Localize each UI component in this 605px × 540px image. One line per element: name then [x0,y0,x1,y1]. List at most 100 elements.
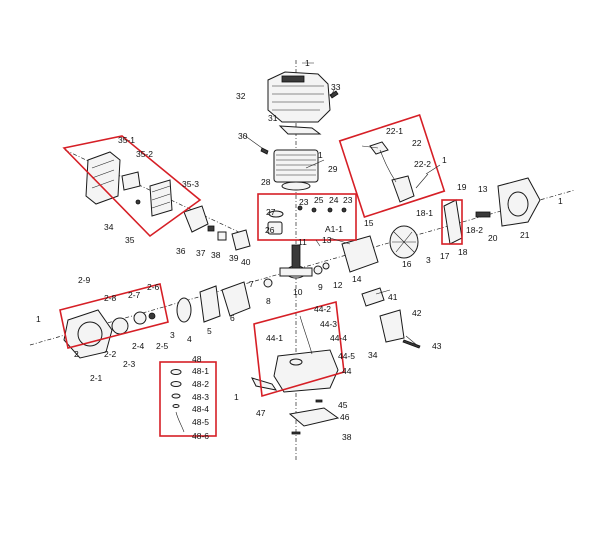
label-12: 12 [333,280,343,290]
label-26: 26 [265,225,275,235]
label-40: 40 [241,257,251,267]
part-38 [217,231,227,241]
part-37 [207,225,215,232]
crankshaft [279,244,313,279]
label-18-2: 18-2 [466,225,483,235]
label-2: 2 [74,349,79,359]
bearing-8 [263,278,273,288]
label-1-left: 1 [36,314,41,324]
label-24: 24 [329,195,339,205]
label-22-2: 22-2 [414,159,431,169]
label-44-1: 44-1 [266,333,283,343]
label-2-9: 2-9 [78,275,91,285]
label-16: 16 [402,259,412,269]
label-32: 32 [236,91,246,101]
air-filter-cover [85,151,121,205]
label-11: 11 [298,237,307,247]
label-20: 20 [488,233,498,243]
housing-6 [221,281,251,317]
screw-34-left [135,199,141,205]
label-30: 30 [238,131,248,141]
label-1-far: 1 [558,196,563,206]
label-48-1: 48-1 [192,366,209,376]
labels: 1 33 32 31 30 1 29 28 22-1 22 22-2 1 35-… [36,58,563,442]
label-1-top: 1 [305,58,310,68]
label-7: 7 [249,279,254,289]
label-23a: 23 [299,197,309,207]
label-A1-1: A1-1 [325,224,343,234]
label-28: 28 [261,177,271,187]
label-35-3: 35-3 [182,179,199,189]
label-10: 10 [293,287,303,297]
label-41: 41 [388,292,398,302]
filter-element-35-2 [121,171,141,191]
label-38-bottom: 38 [342,432,352,442]
label-2-4: 2-4 [132,341,145,351]
screw-38-bottom [291,431,301,435]
label-48-5: 48-5 [192,417,209,427]
bearing-9 [313,265,323,275]
label-42: 42 [412,308,422,318]
label-35-1: 35-1 [118,135,135,145]
label-44-5: 44-5 [338,351,355,361]
spark-plug-30 [260,147,269,155]
label-43: 43 [432,341,442,351]
clutch-18 [443,199,463,245]
highlight-box-piston-kit [257,193,357,241]
label-18-1: 18-1 [416,208,433,218]
base-plate-46 [288,407,340,427]
piston-kit [267,205,347,235]
label-23b: 23 [343,195,353,205]
strap-47 [251,377,278,391]
label-35: 35 [125,235,135,245]
label-21: 21 [520,230,530,240]
label-48-6: 48-6 [192,431,209,441]
label-22-1: 22-1 [386,126,403,136]
label-1-cylinder: 1 [318,150,323,160]
highlight-box-ignition [338,113,446,219]
label-2-7: 2-7 [128,290,141,300]
bracket-42 [379,309,405,343]
label-48-2: 48-2 [192,379,209,389]
label-39: 39 [229,253,239,263]
label-44-2: 44-2 [314,304,331,314]
label-3-left: 3 [170,330,175,340]
ignition-coil [369,141,415,203]
label-14: 14 [352,274,362,284]
cylinder-cover [267,71,331,123]
part-2-5 [148,312,156,320]
label-2-3: 2-3 [123,359,136,369]
fuel-tank [273,349,339,393]
label-29: 29 [328,164,338,174]
label-34-left: 34 [104,222,114,232]
label-2-5: 2-5 [156,341,169,351]
label-2-2: 2-2 [104,349,117,359]
label-34-right: 34 [368,350,378,360]
label-13-right: 13 [478,184,488,194]
label-35-2: 35-2 [136,149,153,159]
label-33: 33 [331,82,341,92]
label-22: 22 [412,138,422,148]
label-36: 36 [176,246,186,256]
label-15: 15 [364,218,374,228]
crankcase-14 [341,235,379,273]
highlight-box-starter [59,283,169,349]
label-27: 27 [266,207,276,217]
label-17: 17 [440,251,450,261]
label-47: 47 [256,408,266,418]
label-44: 44 [342,366,352,376]
highlight-box-fuel-tank [253,300,345,398]
label-8: 8 [266,296,271,306]
label-2-6: 2-6 [147,282,160,292]
flywheel [389,225,419,259]
label-19: 19 [457,182,467,192]
label-48-3: 48-3 [192,392,209,402]
label-13-mid: 13 [322,235,332,245]
label-6: 6 [230,313,235,323]
starter-pulley-2-2 [111,317,129,335]
highlight-box-primer [159,361,217,437]
cylinder [273,149,319,191]
label-3-mid: 3 [426,255,431,265]
